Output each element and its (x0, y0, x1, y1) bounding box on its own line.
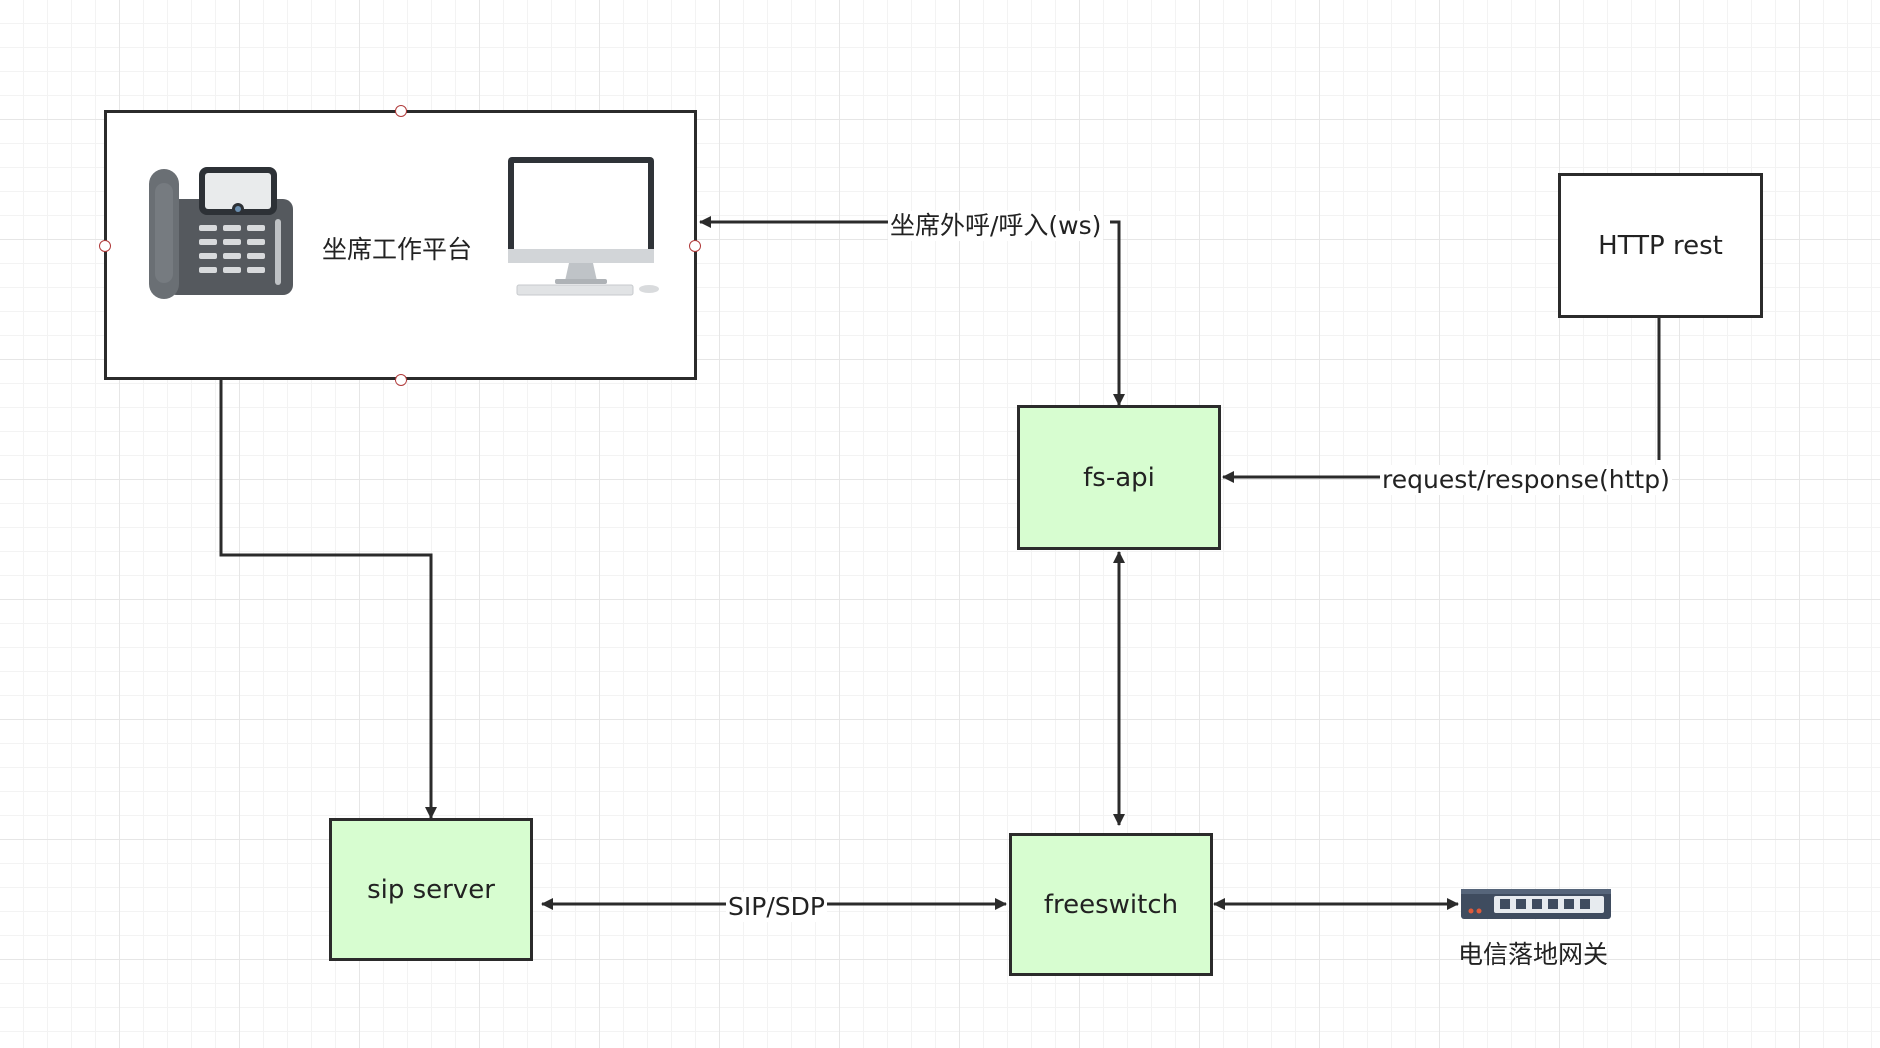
freeswitch-box[interactable]: freeswitch (1009, 833, 1213, 976)
agent-workstation-label: 坐席工作平台 (322, 235, 473, 264)
sip-server-box[interactable]: sip server (329, 818, 533, 961)
telecom-gateway-label: 电信落地网关 (1458, 940, 1609, 969)
edge-label-http: request/response(http) (1380, 465, 1672, 495)
desk-phone-icon (149, 167, 293, 299)
resize-handle-left[interactable] (99, 240, 111, 252)
resize-handle-top[interactable] (395, 105, 407, 117)
edge-ws-to-fs-api[interactable] (1110, 220, 1125, 406)
network-switch-icon (1461, 889, 1611, 919)
http-rest-label: HTTP rest (1598, 230, 1723, 261)
fs-api-box[interactable]: fs-api (1017, 405, 1221, 550)
desktop-computer-icon (508, 157, 659, 296)
fs-api-label: fs-api (1083, 462, 1155, 493)
edge-label-ws: 坐席外呼/呼入(ws) (888, 211, 1104, 241)
resize-handle-right[interactable] (689, 240, 701, 252)
sip-server-label: sip server (367, 874, 495, 905)
freeswitch-label: freeswitch (1043, 889, 1179, 920)
resize-handle-bottom[interactable] (395, 374, 407, 386)
edge-label-sip-sdp: SIP/SDP (726, 892, 827, 922)
http-rest-box[interactable]: HTTP rest (1558, 173, 1763, 318)
edge-phone-sip-server[interactable] (215, 294, 437, 819)
